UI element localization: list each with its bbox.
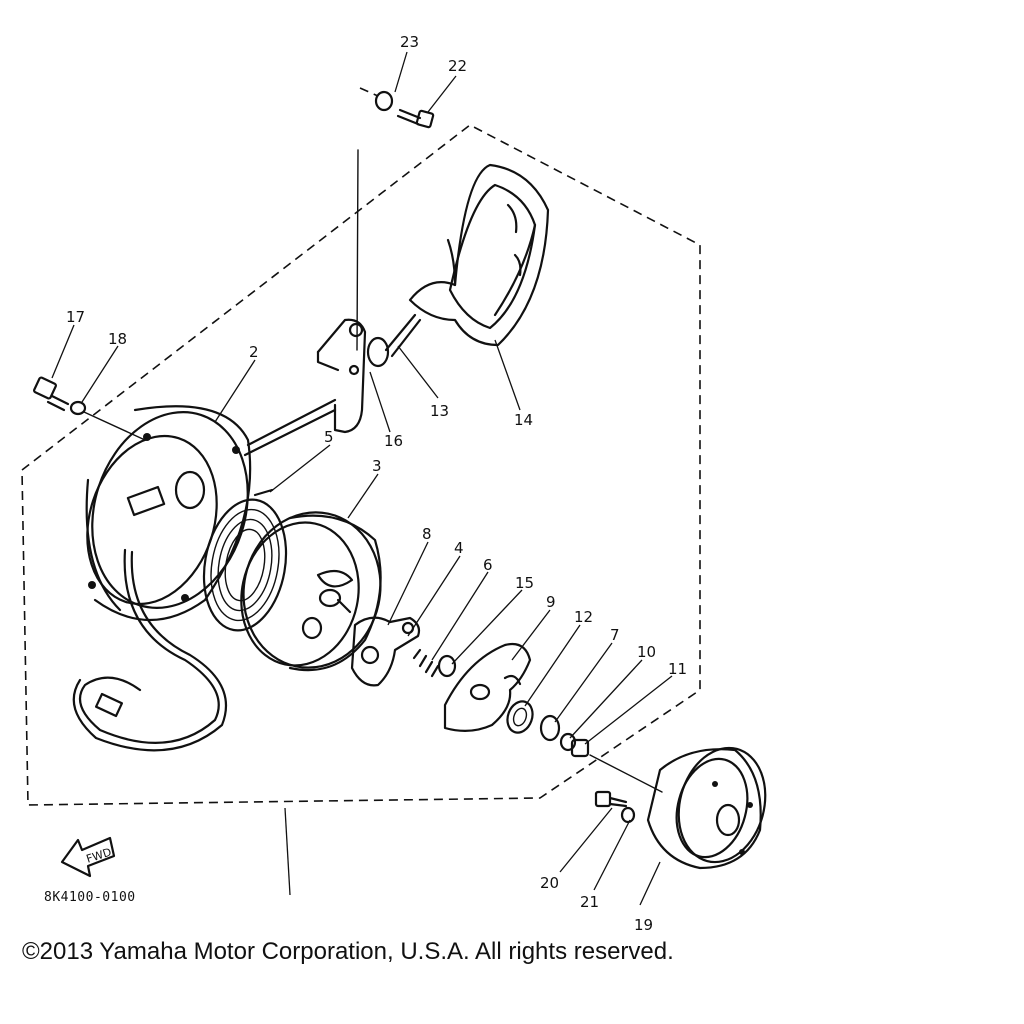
nut-11 bbox=[570, 738, 590, 758]
collar-10 bbox=[559, 732, 577, 752]
axis-line bbox=[589, 754, 663, 793]
bolt-22-axis bbox=[356, 149, 359, 351]
callout-20: 20 bbox=[540, 874, 559, 892]
copyright-notice: ©2013 Yamaha Motor Corporation, U.S.A. A… bbox=[22, 938, 674, 965]
diagram-code: 8K4100-0100 bbox=[44, 890, 136, 905]
callout-17: 17 bbox=[66, 308, 85, 326]
callout-14: 14 bbox=[514, 411, 533, 429]
callout-9: 9 bbox=[546, 593, 556, 611]
washer-18 bbox=[69, 400, 87, 416]
sheave-drum bbox=[240, 511, 382, 672]
spiral-spring bbox=[202, 488, 288, 632]
callout-19: 19 bbox=[634, 916, 653, 934]
callout-23: 23 bbox=[400, 33, 419, 51]
friction-plate bbox=[443, 642, 532, 732]
callout-5: 5 bbox=[324, 428, 334, 446]
bolt-20 bbox=[594, 790, 628, 808]
bolt-17-axis bbox=[83, 411, 146, 441]
callout-11: 11 bbox=[668, 660, 687, 678]
callout-8: 8 bbox=[422, 525, 432, 543]
leader-lines bbox=[51, 51, 673, 906]
part-callouts: 23 22 17 18 2 5 3 8 4 6 15 9 12 7 10 11 … bbox=[66, 33, 687, 934]
callout-15: 15 bbox=[515, 574, 534, 592]
starter-handle bbox=[408, 163, 550, 347]
callout-21: 21 bbox=[580, 893, 599, 911]
drive-pawl bbox=[350, 616, 421, 687]
callout-16: 16 bbox=[384, 432, 403, 450]
bolt-dash-line bbox=[359, 87, 379, 97]
washer-21 bbox=[620, 806, 636, 824]
callout-10: 10 bbox=[637, 643, 656, 661]
assembly-boundary bbox=[21, 124, 701, 806]
callout-7: 7 bbox=[610, 626, 620, 644]
callout-12: 12 bbox=[574, 608, 593, 626]
starter-case bbox=[72, 398, 337, 752]
boundary-drop-line bbox=[284, 807, 291, 896]
callout-3: 3 bbox=[372, 457, 382, 475]
fwd-arrow-icon: FWD bbox=[60, 836, 116, 878]
callout-4: 4 bbox=[454, 539, 464, 557]
bolt-17 bbox=[33, 376, 70, 412]
starter-pulley bbox=[646, 746, 767, 870]
mounting-bracket bbox=[316, 318, 367, 434]
callout-22: 22 bbox=[448, 57, 467, 75]
bushing-12 bbox=[506, 700, 534, 734]
callout-2: 2 bbox=[249, 343, 259, 361]
callout-18: 18 bbox=[108, 330, 127, 348]
bolt-22 bbox=[396, 108, 435, 129]
callout-13: 13 bbox=[430, 402, 449, 420]
return-spring bbox=[412, 648, 440, 678]
washer-7 bbox=[539, 714, 561, 742]
rope-grommet bbox=[366, 313, 422, 368]
callout-6: 6 bbox=[483, 556, 493, 574]
nut-23 bbox=[374, 90, 394, 112]
washer-15 bbox=[437, 654, 457, 678]
